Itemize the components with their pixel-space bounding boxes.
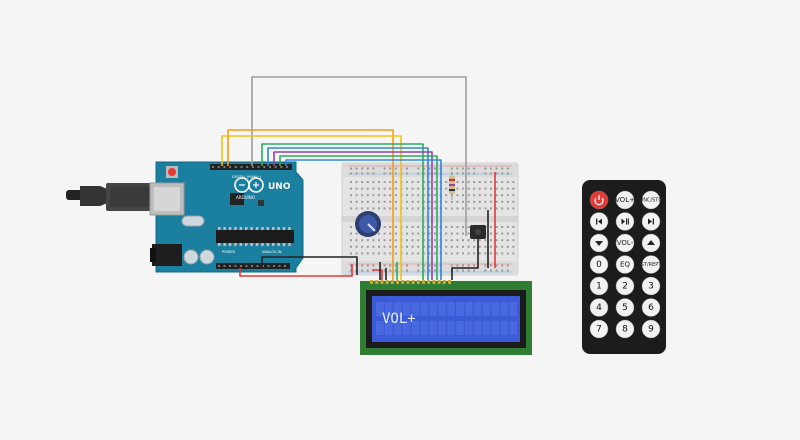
power-icon	[594, 195, 604, 206]
down-triangle-icon	[595, 241, 603, 246]
remote-button-label: 5	[622, 303, 628, 313]
skip-back-icon	[596, 218, 602, 225]
remote-button-label: EQ	[620, 261, 630, 269]
remote-button-0[interactable]: 0	[589, 255, 609, 274]
remote-button-eq[interactable]: EQ	[615, 255, 635, 274]
remote-button-label: ST/REPT	[641, 262, 663, 268]
wire-yellow	[221, 135, 402, 280]
remote-button-7[interactable]: 7	[589, 319, 609, 339]
remote-button-5[interactable]: 5	[615, 298, 635, 317]
potentiometer[interactable]	[355, 211, 381, 237]
remote-button-label: 1	[596, 282, 602, 292]
skip-forward-icon	[648, 218, 654, 225]
remote-button-label: 0	[596, 260, 602, 270]
remote-button-label: 3	[648, 282, 654, 292]
remote-button-9[interactable]: 9	[641, 319, 661, 339]
arduino-brand-label: ARDUINO	[236, 195, 255, 200]
wire-gray	[251, 76, 467, 236]
remote-buttons: VOL+FUNC/STOP VOL- 0 EQ ST/REPT 1 2 3 4 5 6 7 8 9	[589, 190, 666, 339]
remote-button-vol-[interactable]: VOL+	[615, 190, 635, 210]
remote-button-label: 2	[622, 282, 628, 292]
remote-button-label: VOL+	[615, 196, 635, 204]
remote-button-label: 8	[622, 325, 628, 335]
breadboard[interactable]	[341, 162, 519, 276]
digital-header[interactable]	[210, 164, 292, 170]
atmega-chip	[216, 230, 294, 243]
remote-button-6[interactable]: 6	[641, 298, 661, 317]
wire-green-1	[261, 143, 424, 280]
chip-pins	[218, 227, 291, 246]
reset-button[interactable]	[168, 168, 176, 176]
remote-button-8[interactable]: 8	[615, 319, 635, 339]
ir-remote: VOL+FUNC/STOP VOL- 0 EQ ST/REPT 1 2 3 4 5 6 7 8 9	[582, 180, 666, 354]
power-header-label: POWER	[222, 250, 236, 254]
remote-button-label: 4	[596, 303, 602, 313]
remote-button-up-triangle[interactable]	[641, 233, 661, 253]
lcd-cells	[376, 302, 518, 335]
remote-button-label: FUNC/STOP	[637, 198, 666, 204]
digital-header-label: DIGITAL (PWM~)	[232, 175, 262, 179]
wire-blue-1	[267, 147, 429, 280]
play-pause-icon	[621, 218, 629, 225]
lcd-pins	[370, 280, 451, 284]
remote-button-play-pause[interactable]	[615, 212, 635, 231]
remote-button-label: VOL-	[617, 239, 634, 247]
remote-button-skip-back[interactable]	[589, 212, 609, 231]
remote-button-4[interactable]: 4	[589, 298, 609, 317]
wire-black-ir	[451, 238, 479, 280]
analog-header-label: ANALOG IN	[262, 250, 282, 254]
remote-button-power[interactable]	[589, 190, 609, 210]
arduino-uno-board[interactable]: UNO ARDUINO DIGITAL (PWM~) POWER ANALOG …	[66, 161, 304, 273]
lcd-16x2: VOL+	[360, 280, 532, 355]
remote-button-label: 9	[648, 325, 654, 335]
remote-button-st-rept[interactable]: ST/REPT	[641, 255, 663, 274]
remote-button-vol-[interactable]: VOL-	[615, 233, 635, 253]
wire-purple	[273, 151, 433, 280]
remote-button-1[interactable]: 1	[589, 276, 609, 296]
wire-red-5v	[239, 264, 353, 277]
resistor	[449, 172, 455, 200]
remote-button-label: 7	[596, 325, 602, 335]
remote-button-2[interactable]: 2	[615, 276, 635, 296]
usb-cable	[66, 183, 156, 211]
ir-receiver[interactable]	[470, 225, 486, 239]
up-triangle-icon	[647, 240, 655, 245]
wire-blue-2	[285, 159, 442, 280]
header-pins	[212, 166, 289, 267]
lcd-display-text: VOL+	[382, 311, 416, 327]
wires	[221, 76, 496, 280]
wire-orange	[227, 129, 394, 280]
remote-button-skip-forward[interactable]	[641, 212, 661, 231]
wire-red-lcd	[372, 269, 383, 280]
wire-black-gnd	[261, 256, 358, 275]
arduino-logo-icon	[234, 177, 264, 193]
remote-button-func-stop[interactable]: FUNC/STOP	[637, 190, 666, 210]
arduino-model-label: UNO	[268, 182, 291, 192]
remote-button-label: 6	[648, 303, 654, 313]
remote-button-3[interactable]: 3	[641, 276, 661, 296]
wire-green-2	[279, 155, 438, 280]
remote-button-down-triangle[interactable]	[589, 233, 609, 253]
